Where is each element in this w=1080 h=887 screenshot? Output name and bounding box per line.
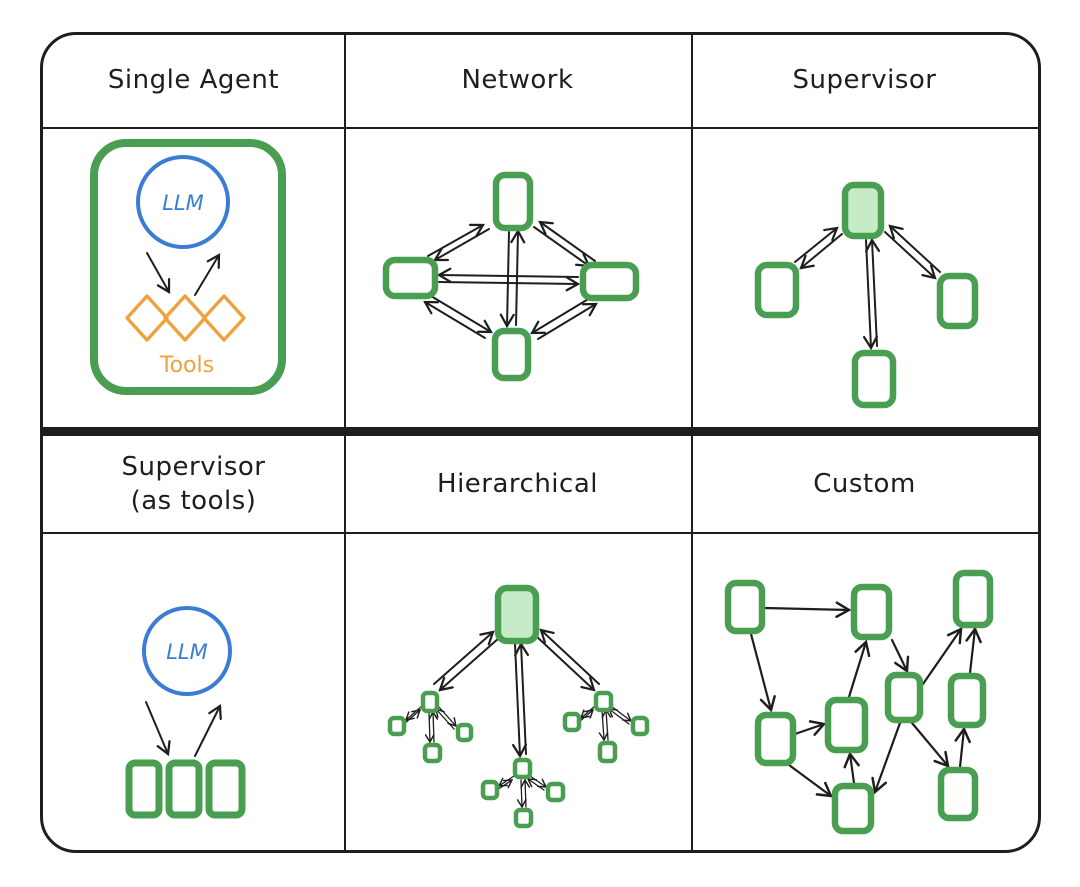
agent-node (579, 261, 640, 302)
agent-node (824, 696, 869, 754)
panel-single-agent: LLM Tools (90, 139, 286, 395)
panel-hierarchical (387, 584, 650, 829)
llm-label: LLM (166, 640, 208, 664)
agent-node (936, 272, 979, 330)
tools-label: Tools (159, 353, 214, 378)
agent-boundary-box (90, 139, 286, 395)
network-agent-nodes (382, 171, 640, 382)
agent-tool-nodes (125, 759, 246, 819)
agent-node (492, 171, 534, 232)
supervisor-edges (794, 224, 941, 351)
cluster-edges (578, 705, 633, 742)
sub-supervisor-node (593, 690, 614, 713)
panel-supervisor (754, 181, 979, 409)
agent-node (724, 579, 766, 635)
table-frame: Single Agent Network Supervisor Supervis… (40, 32, 1041, 853)
agent-node (937, 766, 979, 822)
agent-node (597, 740, 618, 764)
custom-agent-nodes (724, 569, 994, 835)
agent-node (884, 671, 924, 724)
panel-title-hierarchical: Hierarchical (437, 468, 598, 499)
agent-node (952, 569, 994, 629)
agent-node (562, 711, 582, 733)
sub-supervisor-node (512, 757, 533, 780)
cluster-edges (496, 775, 548, 809)
top-supervisor-node (494, 584, 540, 645)
network-edges (423, 220, 598, 340)
sub-supervisor-node (420, 690, 440, 714)
agent-node (754, 261, 800, 319)
tool-diamonds (125, 294, 246, 342)
llm-agent-arrows (145, 701, 222, 757)
panel-title-supervisor-as-tools: Supervisor (as tools) (121, 451, 266, 516)
agent-node (165, 759, 203, 819)
tool-diamond (163, 294, 207, 342)
agent-node (545, 781, 566, 803)
agent-node (630, 715, 650, 737)
llm-tool-arrows (146, 252, 221, 296)
worker-agent-nodes (754, 261, 979, 409)
agent-node (125, 759, 163, 819)
agent-node (422, 742, 443, 764)
panel-network (382, 171, 640, 382)
tool-diamond (202, 294, 246, 342)
llm-circle (136, 155, 230, 249)
panel-title-supervisor: Supervisor (792, 65, 937, 96)
llm-label: LLM (162, 191, 204, 215)
tool-diamond (125, 294, 169, 342)
panel-title-single-agent: Single Agent (107, 65, 280, 96)
agent-node (382, 256, 439, 300)
panel-title-network: Network (461, 65, 574, 96)
top-level-edges (433, 628, 600, 759)
agent-node (387, 715, 407, 737)
agent-node (831, 782, 875, 835)
panel-custom (724, 569, 994, 835)
agent-node (754, 711, 797, 767)
agent-node (480, 779, 500, 801)
row-divider-thick (40, 427, 1041, 436)
left-cluster (387, 690, 474, 764)
panel-supervisor-as-tools: LLM (125, 606, 246, 819)
agent-node (947, 672, 987, 729)
agent-node (851, 349, 897, 409)
column-divider (344, 35, 346, 850)
agent-node (513, 807, 534, 829)
right-cluster (562, 690, 650, 764)
agent-node (850, 583, 893, 641)
row1-header-divider (43, 127, 1038, 129)
cluster-edges (403, 705, 457, 744)
column-divider (691, 35, 693, 850)
supervisor-node (841, 181, 885, 240)
row2-header-divider (43, 532, 1038, 534)
llm-circle (142, 606, 232, 696)
custom-edges (749, 601, 982, 798)
agent-node (455, 722, 474, 743)
agent-node (205, 759, 246, 819)
bottom-cluster (480, 757, 566, 829)
panel-title-custom: Custom (813, 468, 916, 499)
agent-node (491, 327, 532, 382)
